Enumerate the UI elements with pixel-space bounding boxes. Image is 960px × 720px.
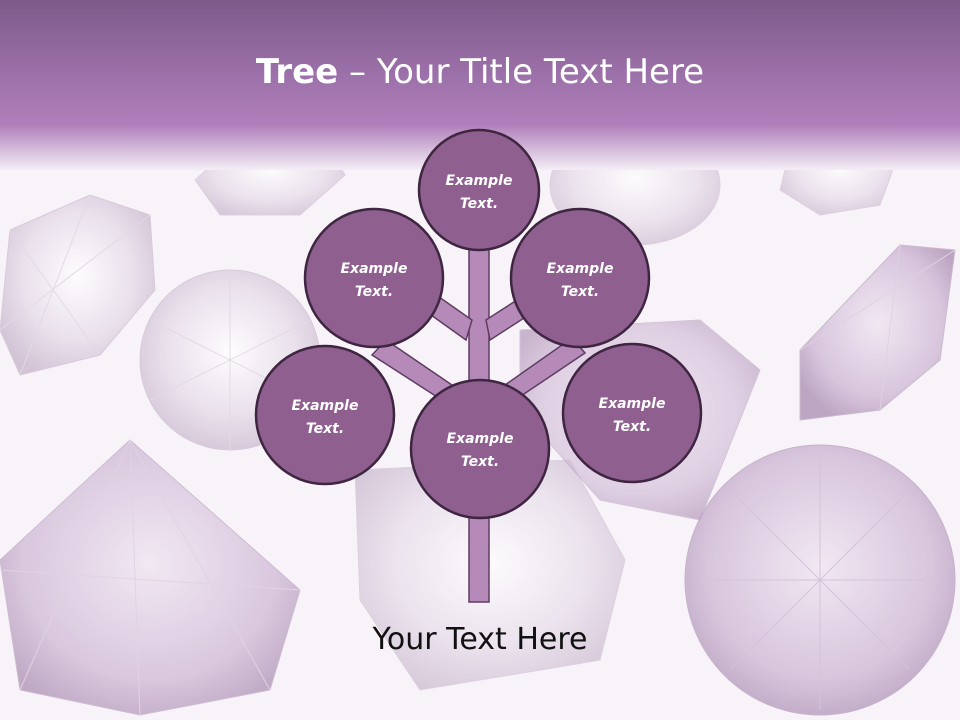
node-lower-right-line1: Example — [599, 396, 666, 412]
node-upper-right-line2: Text. — [561, 284, 599, 300]
tree-node-top: Example Text. — [417, 128, 541, 252]
diamond-left-top — [0, 194, 156, 376]
title-rest: – Your Title Text Here — [338, 52, 705, 92]
diamond-left-bottom — [0, 439, 301, 716]
tree-node-lower-left: Example Text. — [254, 344, 396, 486]
node-upper-left-line2: Text. — [355, 284, 393, 300]
tree-node-center: Example Text. — [409, 378, 551, 520]
tree-node-upper-right: Example Text. — [509, 207, 651, 349]
node-upper-left-line1: Example — [341, 261, 408, 277]
slide-title: Tree – Your Title Text Here — [0, 52, 960, 92]
node-lower-left-line1: Example — [292, 398, 359, 414]
footer-text: Your Text Here — [372, 622, 588, 657]
node-lower-right-line2: Text. — [613, 419, 651, 435]
tree-node-lower-right: Example Text. — [561, 342, 703, 484]
diamond-right-bottom — [684, 444, 956, 716]
node-lower-left-line2: Text. — [306, 421, 344, 437]
title-bold: Tree — [255, 52, 339, 92]
node-center-line2: Text. — [461, 454, 499, 470]
node-top-line2: Text. — [460, 196, 498, 212]
node-center-line1: Example — [447, 431, 514, 447]
diamond-right-mid — [799, 244, 956, 421]
tree-node-upper-left: Example Text. — [303, 207, 445, 349]
node-upper-right-line1: Example — [547, 261, 614, 277]
node-top-line1: Example — [446, 173, 513, 189]
